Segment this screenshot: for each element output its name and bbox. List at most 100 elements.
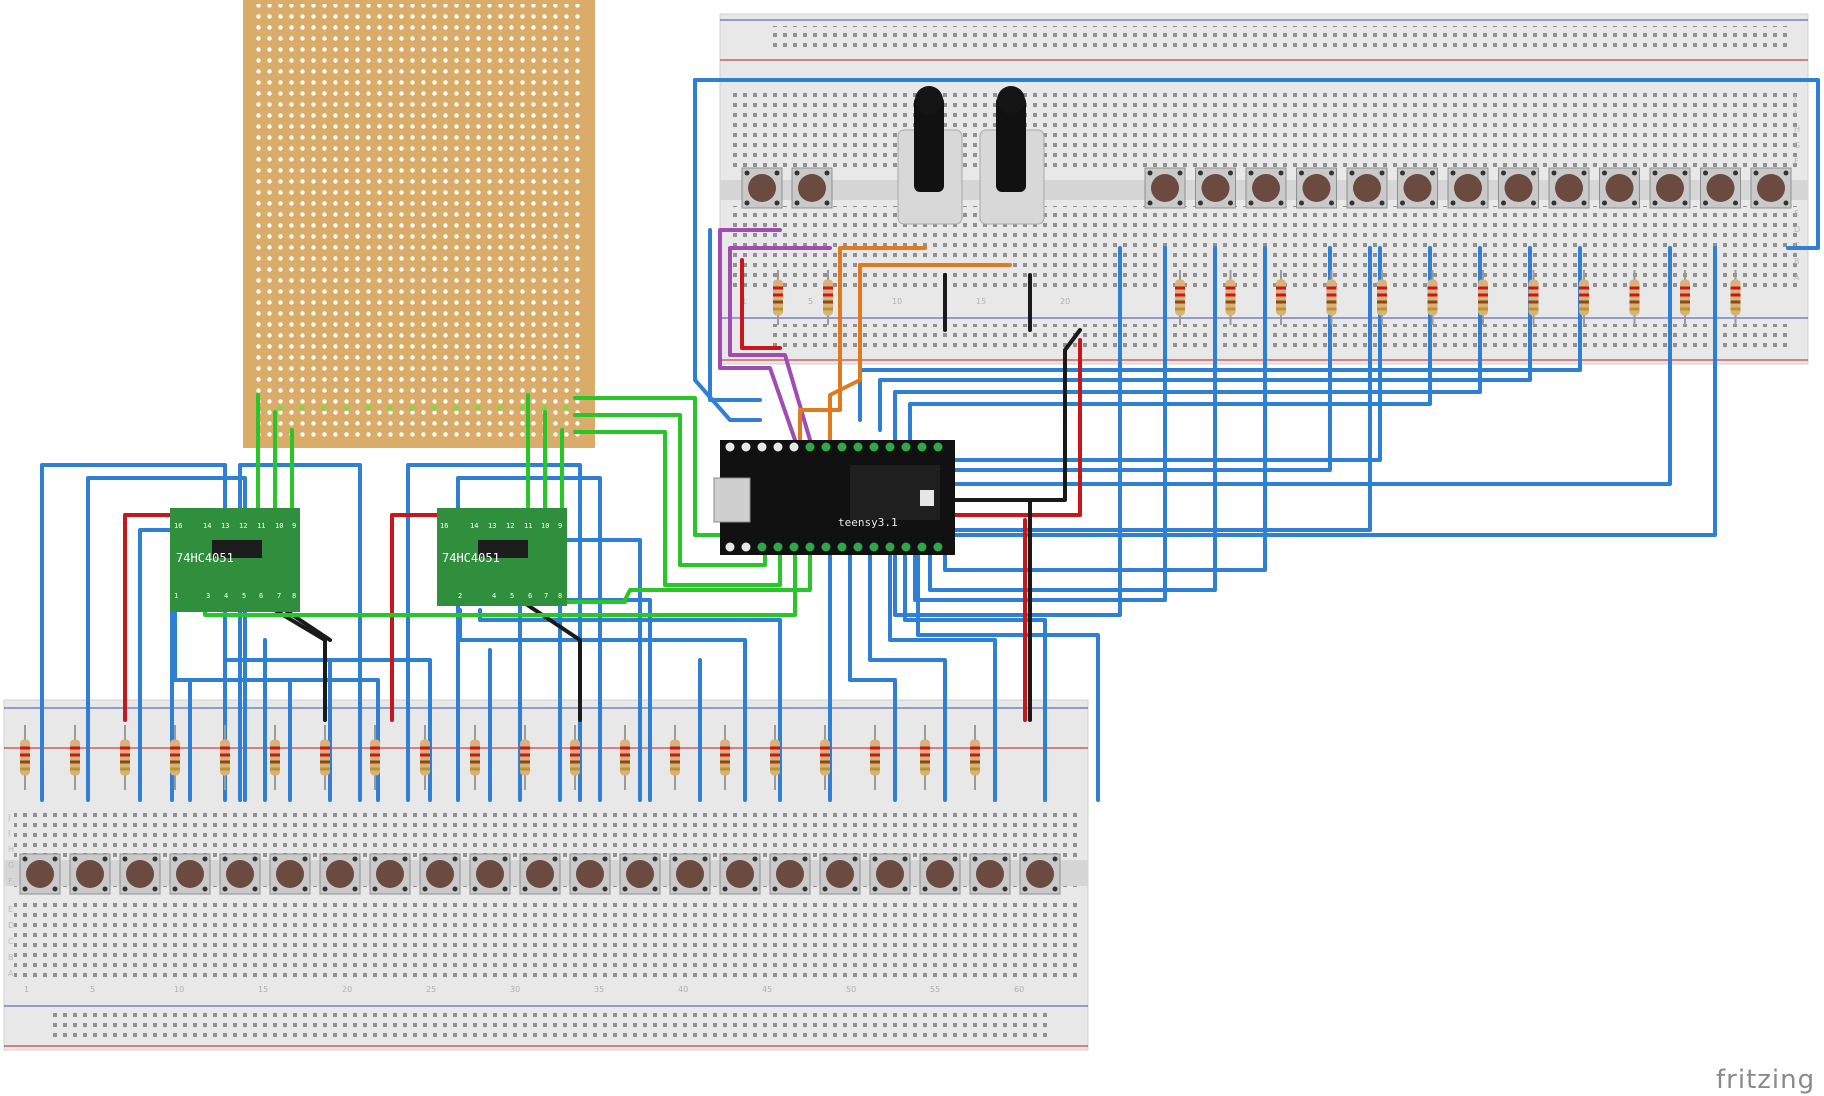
- resistor: [120, 725, 130, 790]
- resistor: [970, 725, 980, 790]
- pin-label: 9: [292, 522, 296, 530]
- wire: [693, 78, 1820, 250]
- pin-label: 14: [470, 522, 478, 530]
- push-button: [1447, 167, 1489, 209]
- bb-column-number: 15: [258, 985, 268, 994]
- resistor: [570, 725, 580, 790]
- push-button: [919, 853, 961, 895]
- pin-label: 5: [510, 592, 514, 600]
- teensy-pin: [821, 442, 831, 452]
- push-button: [819, 853, 861, 895]
- push-button: [69, 853, 111, 895]
- wire: [573, 430, 782, 587]
- bb-column-number: 50: [846, 985, 856, 994]
- push-button: [469, 853, 511, 895]
- push-button: [619, 853, 661, 895]
- wire: [406, 463, 582, 802]
- push-button: [169, 853, 211, 895]
- wire: [518, 538, 642, 802]
- wire: [573, 413, 767, 567]
- resistor: [1225, 270, 1236, 325]
- push-button: [1019, 853, 1061, 895]
- pin-label: 12: [239, 522, 247, 530]
- resistor: [1478, 270, 1488, 325]
- wire: [223, 608, 432, 802]
- pin-label: 12: [506, 522, 514, 530]
- wire: [708, 228, 762, 402]
- board-label: teensy3.1: [838, 516, 898, 529]
- bb-row-letter: I: [8, 829, 10, 838]
- push-button: [1245, 167, 1287, 209]
- wire: [903, 548, 1047, 802]
- bb-column-number: 1: [742, 297, 747, 306]
- bb-row-letter: I: [1794, 109, 1796, 118]
- pin-label: 6: [259, 592, 263, 600]
- resistor: [920, 725, 930, 790]
- teensy-pin: [885, 542, 895, 552]
- push-button: [1700, 167, 1741, 209]
- teensy-pin: [773, 442, 783, 452]
- teensy-pin: [789, 542, 799, 552]
- resistor: [670, 725, 680, 790]
- pin-label: 6: [528, 592, 532, 600]
- resistor: [1680, 270, 1690, 325]
- wire: [458, 608, 747, 802]
- wire: [86, 476, 247, 802]
- bb-column-number: 15: [976, 297, 986, 306]
- push-button: [669, 853, 711, 895]
- top-push-buttons: [741, 167, 1792, 209]
- push-button: [219, 853, 261, 895]
- resistor: [823, 270, 833, 325]
- push-button: [1649, 167, 1691, 209]
- chip-label: 74HC4051: [442, 551, 500, 565]
- push-button: [319, 853, 361, 895]
- push-button: [369, 853, 411, 895]
- bb-row-letter: D: [1794, 225, 1800, 234]
- resistor: [1579, 270, 1589, 325]
- resistor: [820, 725, 830, 790]
- push-button: [19, 853, 61, 895]
- teensy-pin: [917, 542, 927, 552]
- pin-label: 11: [524, 522, 532, 530]
- wire: [943, 246, 1672, 486]
- teensy-pin: [853, 542, 863, 552]
- wire: [943, 246, 1267, 572]
- bb-column-number: 10: [892, 297, 902, 306]
- pin-label: 4: [492, 592, 496, 600]
- resistor: [620, 725, 630, 790]
- bb-column-number: 60: [1014, 985, 1024, 994]
- fritzing-logo: fritzing: [1716, 1065, 1815, 1095]
- teensy-pin: [757, 442, 767, 452]
- bottom-resistors: [20, 725, 980, 790]
- resistor: [1377, 270, 1387, 325]
- push-button: [741, 167, 783, 209]
- teensy-pin: [725, 442, 735, 452]
- bottom-push-buttons: [19, 853, 1061, 895]
- wire: [828, 263, 1012, 442]
- bb-column-number: 10: [174, 985, 184, 994]
- pin-label: 13: [221, 522, 229, 530]
- teensy-pin: [837, 442, 847, 452]
- teensy-board: teensy3.1: [713, 440, 955, 555]
- push-button: [1144, 167, 1186, 209]
- bb-column-number: 1: [24, 985, 29, 994]
- stripboard: [243, 0, 595, 448]
- bb-row-letter: F: [8, 877, 13, 886]
- pin-label: 8: [292, 592, 296, 600]
- resistor: [420, 725, 430, 790]
- teensy-pins: [725, 442, 943, 552]
- wire: [390, 513, 442, 722]
- teensy-pin: [869, 442, 879, 452]
- push-button: [1750, 167, 1792, 209]
- bb-row-letter: A: [8, 969, 14, 978]
- bb-row-letter: H: [8, 845, 14, 854]
- push-button: [1296, 167, 1337, 209]
- top-breadboard-row-letters: J I H G F E D C B A: [1793, 93, 1800, 282]
- usb-connector: [713, 477, 751, 523]
- red-wires: [123, 258, 1082, 722]
- bb-column-number: 45: [762, 985, 772, 994]
- resistor: [1175, 270, 1185, 325]
- bb-row-letter: B: [1794, 257, 1800, 266]
- resistor: [720, 725, 730, 790]
- wire: [893, 246, 1482, 442]
